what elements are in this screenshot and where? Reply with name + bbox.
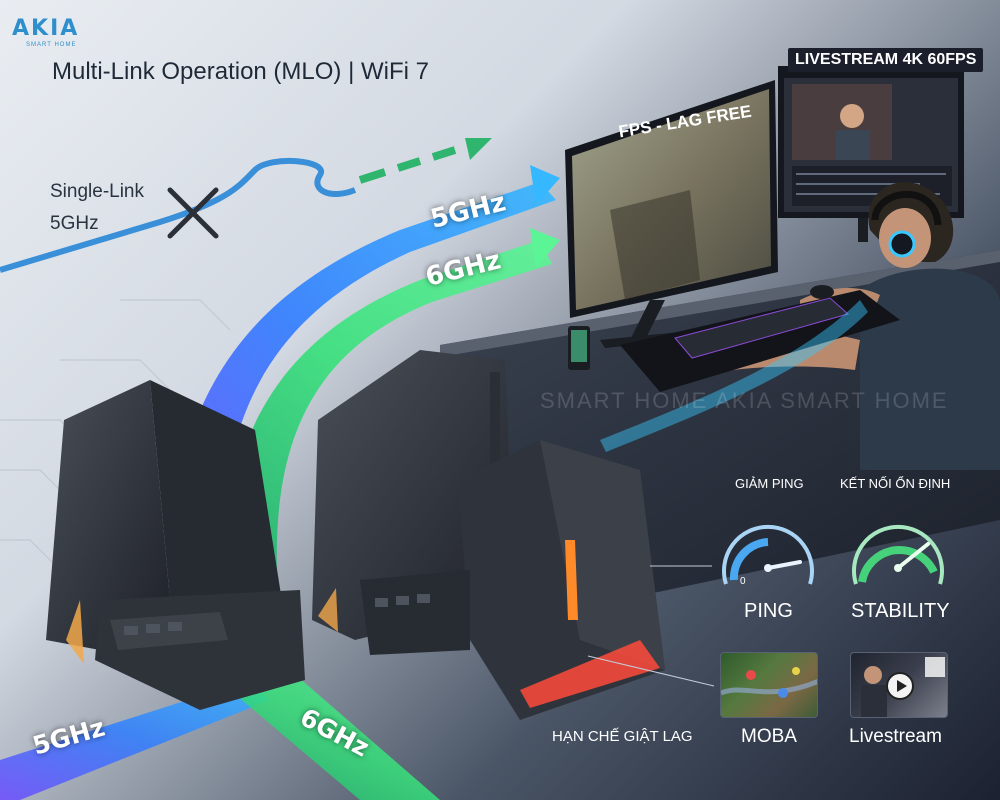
logo-tagline: SMART HOME [26, 42, 77, 48]
play-icon [886, 672, 914, 700]
stability-gauge-icon [852, 524, 944, 585]
moba-scene-icon [721, 667, 817, 698]
page-title: Multi-Link Operation (MLO) | WiFi 7 [52, 58, 429, 85]
lag-reduction-label: HẠN CHẾ GIẬT LAG [552, 728, 693, 745]
moba-label: MOBA [741, 726, 797, 747]
single-link-label: Single-Link 5GHz [50, 176, 144, 240]
ping-caption: GIẢM PING [735, 476, 804, 491]
single-link-line1: Single-Link [50, 181, 144, 202]
logo-text: AKIA [12, 16, 80, 41]
single-link-line2: 5GHz [50, 213, 99, 234]
stability-label: STABILITY [851, 600, 950, 622]
watermark: SMART HOME AKIA SMART HOME [540, 388, 949, 413]
ping-gauge-icon: 0 [722, 524, 814, 587]
stability-caption: KẾT NỐI ỔN ĐỊNH [840, 476, 951, 491]
ping-label: PING [744, 600, 793, 622]
streamer-scene-icon [861, 657, 945, 717]
livestream-screen-label: LIVESTREAM 4K 60FPS [788, 48, 984, 72]
livestream-thumbnail [850, 652, 948, 718]
brand-logo: AKIA SMART HOME [12, 16, 96, 52]
ping-gauge-zero: 0 [740, 576, 746, 587]
moba-thumbnail [720, 652, 818, 718]
livestream-label: Livestream [849, 726, 942, 747]
